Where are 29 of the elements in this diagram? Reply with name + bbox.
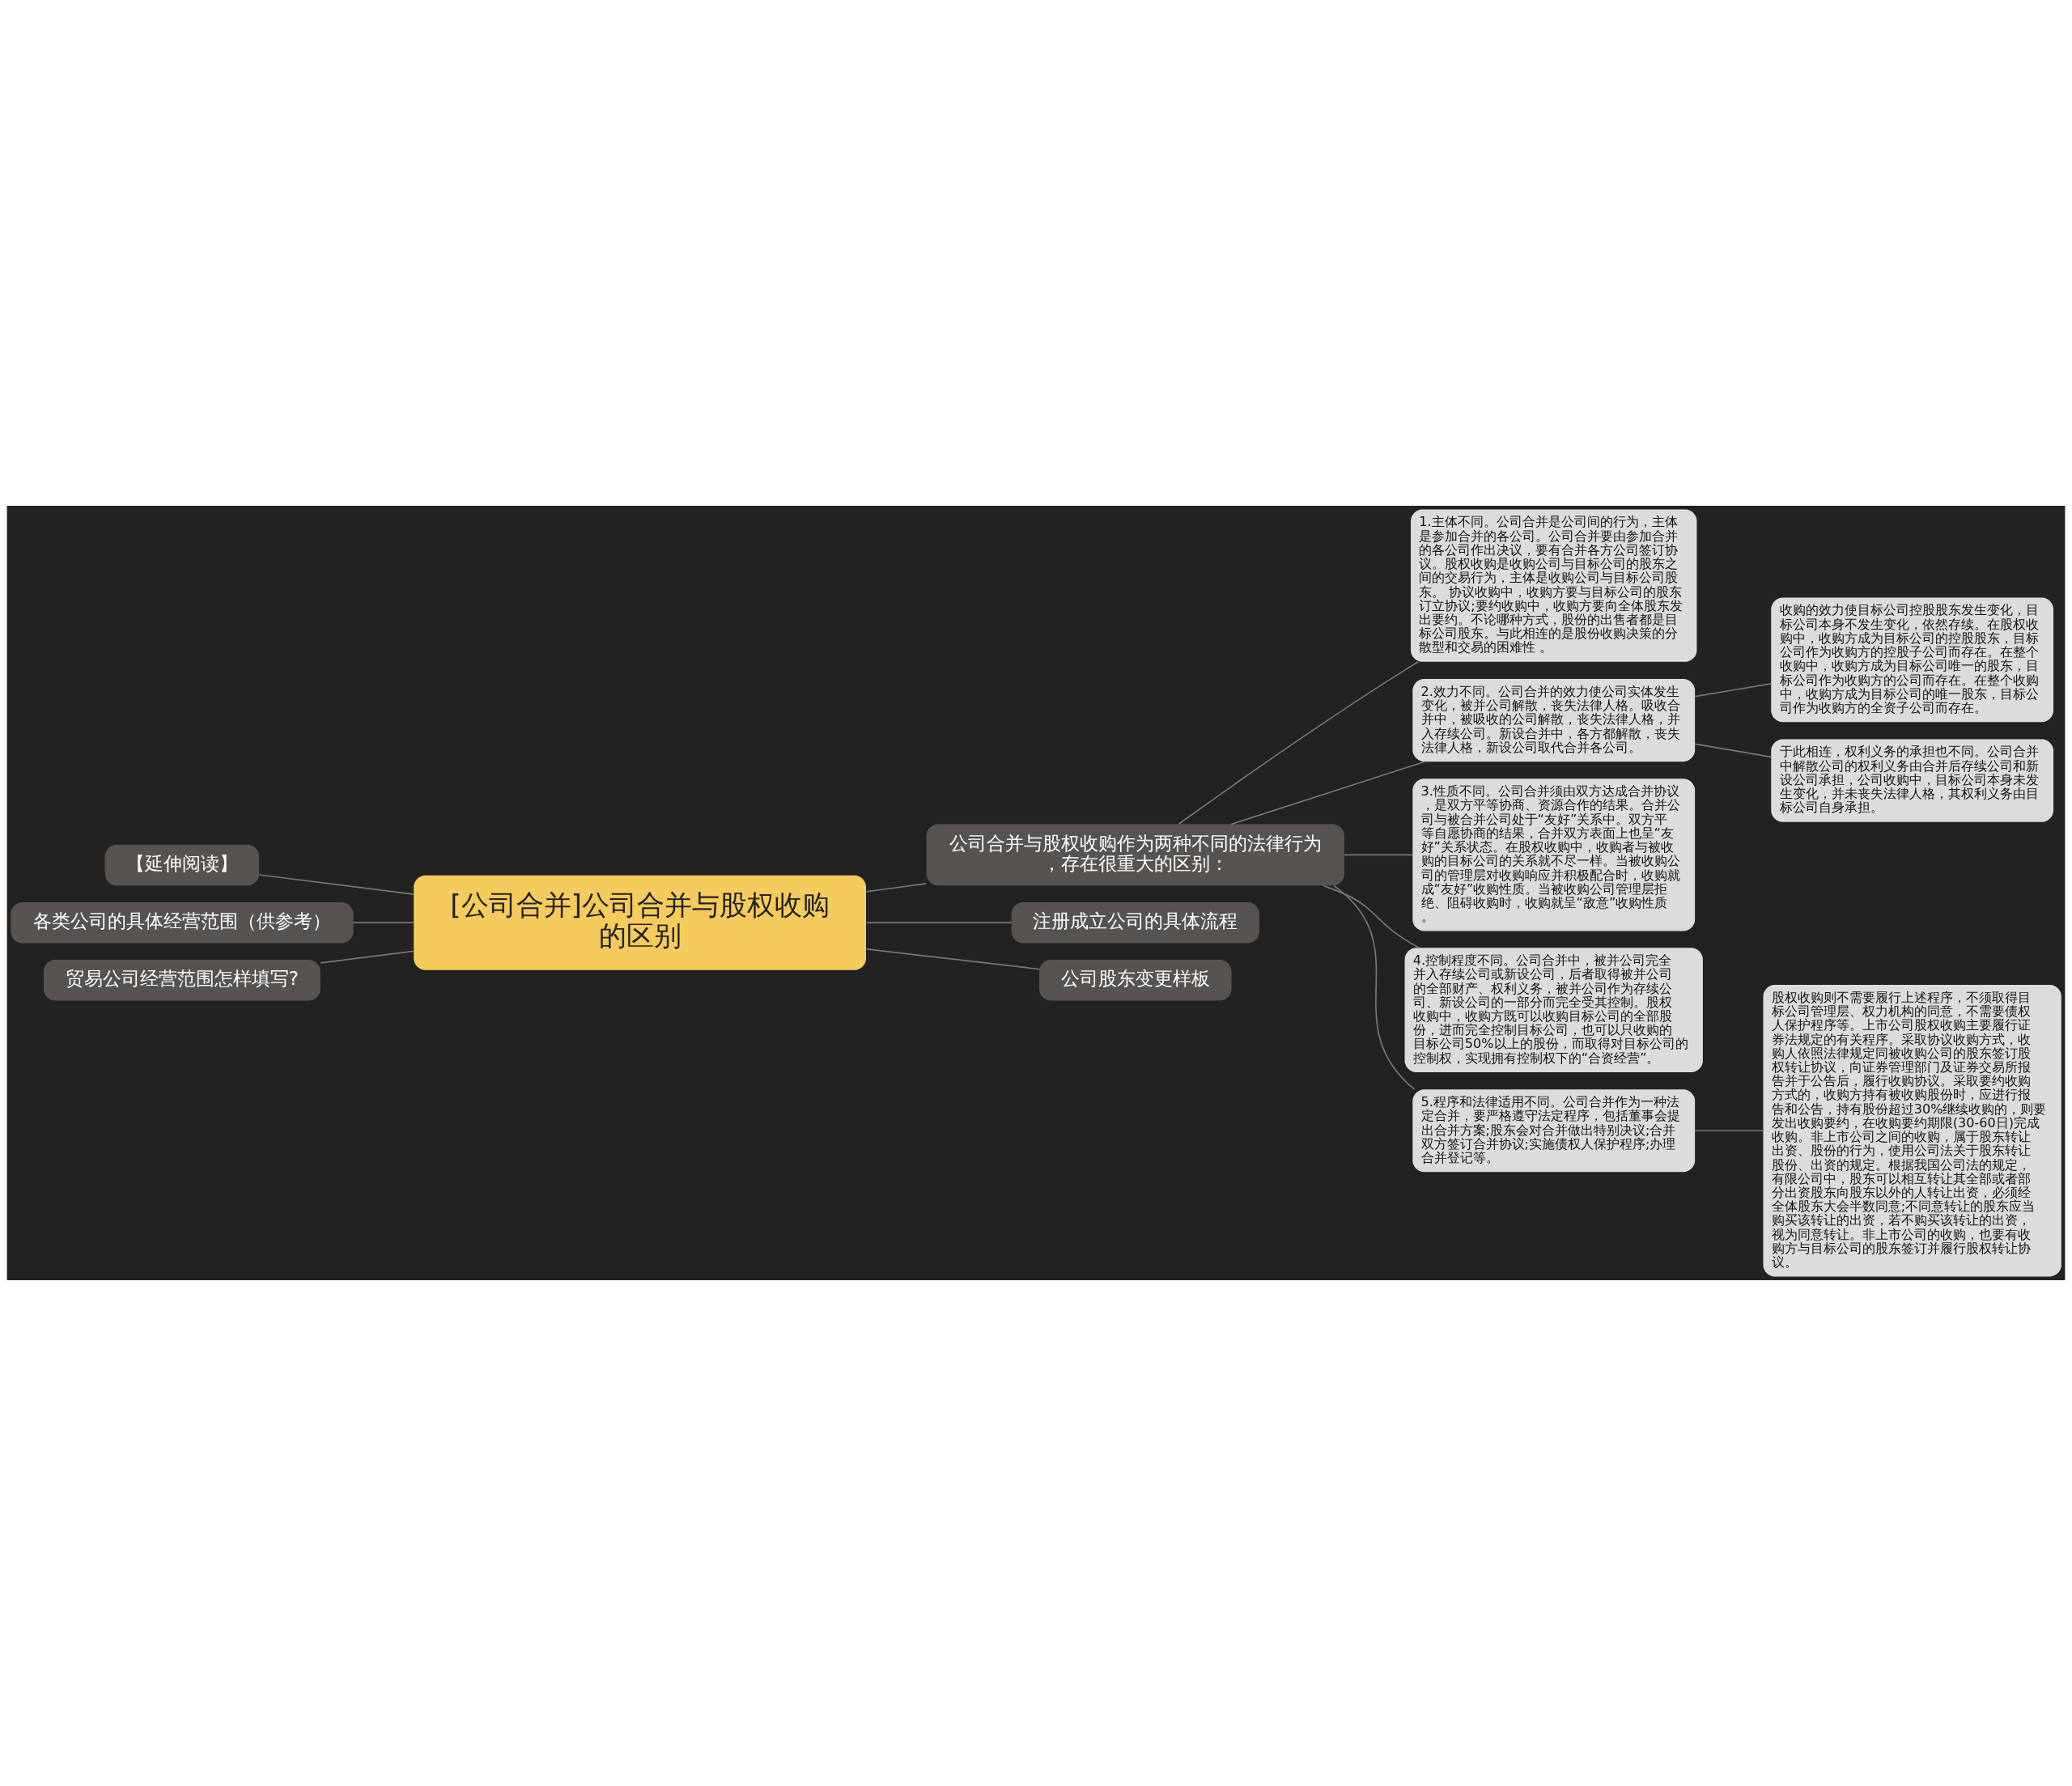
node-box: 【延伸阅读】 — [104, 844, 260, 886]
node-box: 3.性质不同。公司合并须由双方达成合并协议，是双方平等协商、资源合作的结果。合并公司与被合并公司处于“友好”关系中。双方平等自愿协商的结果，合并双方表面上也呈“友好”关系状态。在股权收购中，收购者与被收购的目标公司的关系就不尽一样。当被收购公司的管理层对收购响应并积极配合时，收购就成“友好”收购性质。当被收购公司管理层拒绝、阻碍收购时，收购就呈“敌意”收购性质。 — [1412, 778, 1696, 931]
connector — [1333, 885, 1416, 1090]
connector — [865, 922, 1013, 924]
connector — [1694, 682, 1772, 698]
node-box: 4.控制程度不同。公司合并中，被并公司完全并入存续公司或新设公司，后者取得被并公司的全部财产、权利义务，被并公司作为存续公司、新设公司的一部分而完全受其控制。股权收购中，收购方既可以收购目标公司的全部股份，进而完全控制目标公司，也可以只收购的目标公司50%以上的股份，而取得对目标公司的控制权，实现拥有控制权下的“合资经营”。 — [1404, 948, 1703, 1072]
node-box: 1.主体不同。公司合并是公司间的行为，主体是参加合并的各公司。公司合并要由参加合并的各公司作出决议，要有合并各方公司签订协议。股权收购是收购公司与目标公司的股东之间的交易行为，主体是收购公司与目标公司股东。 协议收购中，收购方要与目标公司的股东订立协议;要约收购中，收购方要向全体股东发出要约。不论哪种方式，股份的出售者都是目标公司股东。与此相连的是股份收购决策的分散型和交易的困难性 。 — [1411, 509, 1697, 662]
node-box: 2.效力不同。公司合并的效力使公司实体发生变化，被并公司解散，丧失法律人格。吸收合并中，被吸收的公司解散，丧失法律人格，并入存续公司。新设合并中，各方都解散，丧失法律人格，新设公司取代合并各公司。 — [1412, 679, 1696, 762]
connector — [1694, 1130, 1764, 1132]
connector — [1323, 885, 1420, 949]
node-box: 于此相连，权利义务的承担也不同。公司合并中解散公司的权利义务由合并后存续公司和新设公司承担，公司收购中，目标公司本身未发生变化，并未丧失法律人格，其权利义务由目标公司自身承担。 — [1771, 739, 2054, 822]
node-box: 注册成立公司的具体流程 — [1011, 901, 1259, 944]
node-box: 股权收购则不需要履行上述程序，不须取得目标公司管理层、权力机构的同意，不需要债权人保护程序等。上市公司股权收购主要履行证券法规定的有关程序。采取协议收购方式，收购人依照法律规定同被收购公司的股东签订股权转让协议，向证券管理部门及证券交易所报告并于公告后，履行收购协议。采取要约收购方式的，收购方持有被收购股份时，应进行报告和公告，持有股份超过30%继续收购的，则要发出收购要约，在收购要约期限(30-60日)完成收购。非上市公司之间的收购，属于股东转让出资、股份的行为，使用公司法关于股东转让股份、出资的规定。根据我国公司法的规定，有限公司中，股东可以相互转让其全部或者部分出资股东向股东以外的人转让出资，必须经全体股东大会半数同意;不同意转让的股东应当购买该转让的出资，若不购买该转让的出资，视为同意转让。非上市公司的收购，也要有收购方与目标公司的股东签订并履行股权转让协议。 — [1763, 985, 2061, 1277]
connector — [1230, 761, 1426, 825]
connector — [352, 922, 414, 924]
connector — [865, 948, 1040, 970]
node-box: 贸易公司经营范围怎样填写? — [43, 960, 321, 1001]
node-box: 公司股东变更样板 — [1039, 960, 1232, 1001]
connector — [320, 950, 414, 964]
connector — [1344, 854, 1413, 856]
node-box: 各类公司的具体经营范围（供参考） — [11, 901, 354, 944]
node-box: [公司合并]公司合并与股权收购的区别 — [414, 875, 866, 970]
node-box: 收购的效力使目标公司控股股东发生变化，目标公司本身不发生变化，依然存续。在股权收购中，收购方成为目标公司的控股股东，目标公司作为收购方的控股子公司而存在。在整个收购中，收购方成为目标公司唯一的股东，目标公司作为收购方的公司而存在。在整个收购中，收购方成为目标公司的唯一股东，目标公司作为收购方的全资子公司而存在。 — [1771, 597, 2054, 723]
node-box: 5.程序和法律适用不同。公司合并作为一种法定合并，要严格遵守法定程序，包括董事会提出合并方案;股东会对合并做出特别决议;合并双方签订合并协议;实施债权人保护程序;办理合并登记等。 — [1412, 1089, 1696, 1173]
connector — [258, 874, 414, 895]
connector — [1694, 743, 1772, 758]
connector — [1178, 661, 1419, 825]
connector — [865, 882, 928, 893]
node-box: 公司合并与股权收购作为两种不同的法律行为，存在很重大的区别： — [926, 824, 1344, 886]
